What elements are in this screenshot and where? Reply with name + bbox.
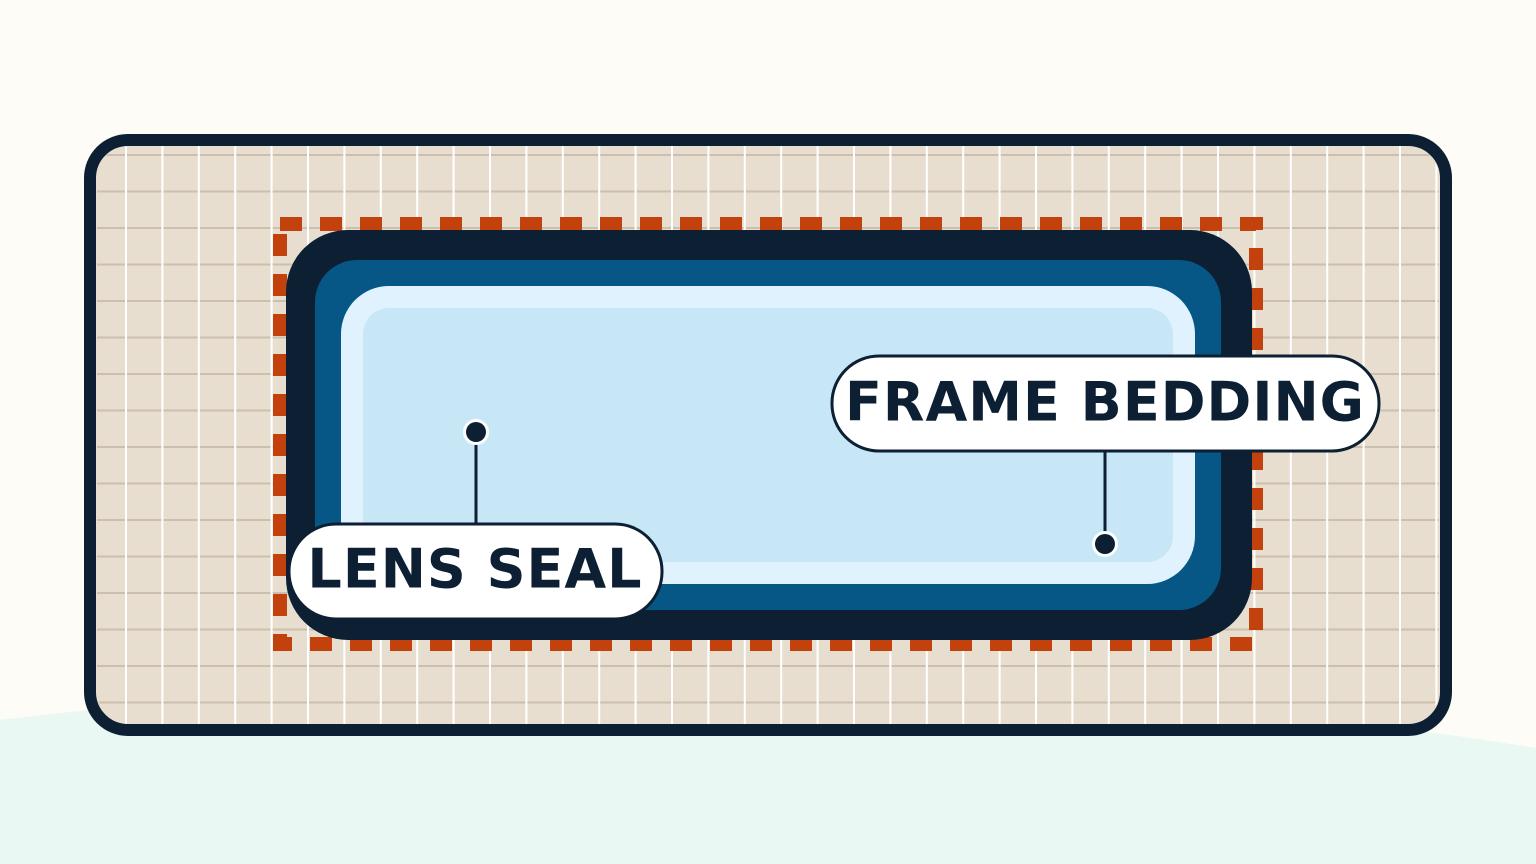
lens-seal-label: LENS SEAL xyxy=(307,538,642,601)
frame-bedding-boundary xyxy=(273,217,1263,651)
frame-bedding-dot-core xyxy=(1095,534,1115,554)
frame-bedding-callout-pill xyxy=(830,354,1381,453)
frame-bedding-label: FRAME BEDDING xyxy=(845,371,1365,434)
wall-panel-outline xyxy=(84,134,1452,736)
frame-bedding-callout: FRAME BEDDING xyxy=(830,354,1381,453)
lens-seal-callout-pill xyxy=(287,522,664,621)
lens-seal-dot-core xyxy=(466,422,486,442)
lens-seal-callout: LENS SEAL xyxy=(287,522,664,621)
